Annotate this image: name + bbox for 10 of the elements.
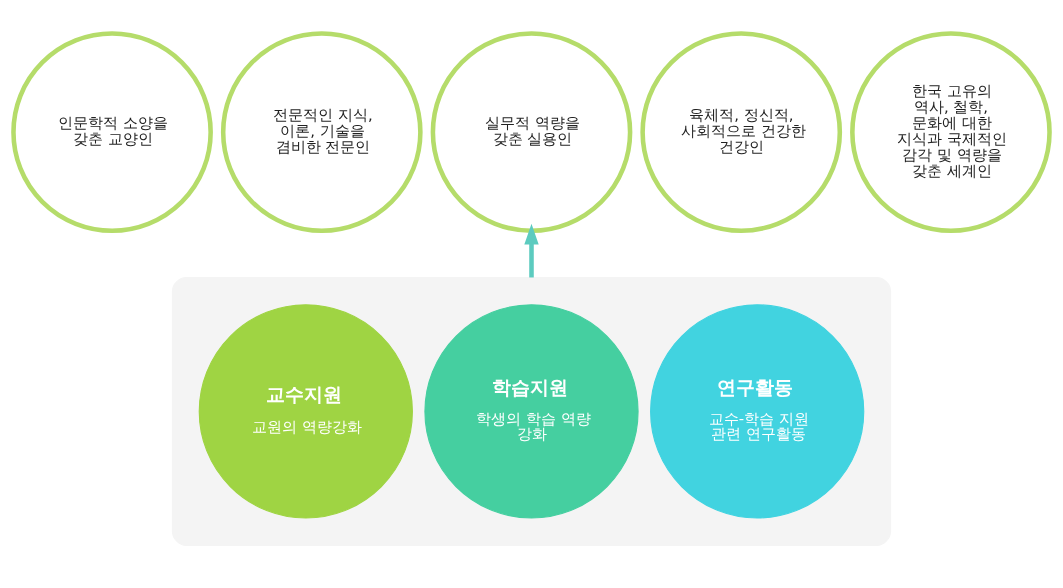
node-circle: 연구활동 교수-학습 지원 관련 연구활동 bbox=[650, 304, 865, 519]
node-circle: 한국 고유의 역사, 철학, 문화에 대한 지식과 국제적인 감각 및 역량을 갖춘 세계인 bbox=[850, 31, 1052, 233]
node-circle: 육체적, 정신적, 사회적으로 건강한 건강인 bbox=[640, 31, 843, 233]
node-circle: 전문적인 지식, 이론, 기술을 겸비한 전문인 bbox=[220, 31, 423, 233]
node-circle: 실무적 역량을 갖춘 실용인 bbox=[430, 31, 633, 233]
node-circle: 인문학적 소양을 갖춘 교양인 bbox=[11, 31, 213, 233]
arrow bbox=[524, 223, 539, 278]
node-circle: 교수지원 교원의 역량강화 bbox=[198, 304, 413, 519]
cluster bbox=[171, 276, 892, 546]
node-circle: 학습지원 학생의 학습 역량 강화 bbox=[424, 304, 639, 519]
